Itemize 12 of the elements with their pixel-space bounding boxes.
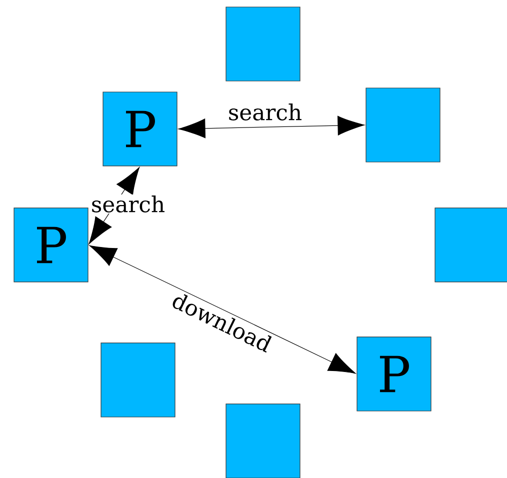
empty-box: [226, 6, 300, 82]
arrow: [89, 245, 356, 374]
letter-box: P: [14, 208, 88, 282]
empty-box: [434, 208, 507, 282]
letter-box: P: [356, 336, 432, 412]
empty-box: [226, 404, 300, 478]
edge-label: search: [229, 104, 302, 120]
arrow: [178, 116, 365, 138]
edge-label: search: [90, 194, 166, 214]
letter-box: P: [102, 92, 178, 166]
arrow: [88, 167, 140, 244]
empty-box: [366, 88, 440, 162]
